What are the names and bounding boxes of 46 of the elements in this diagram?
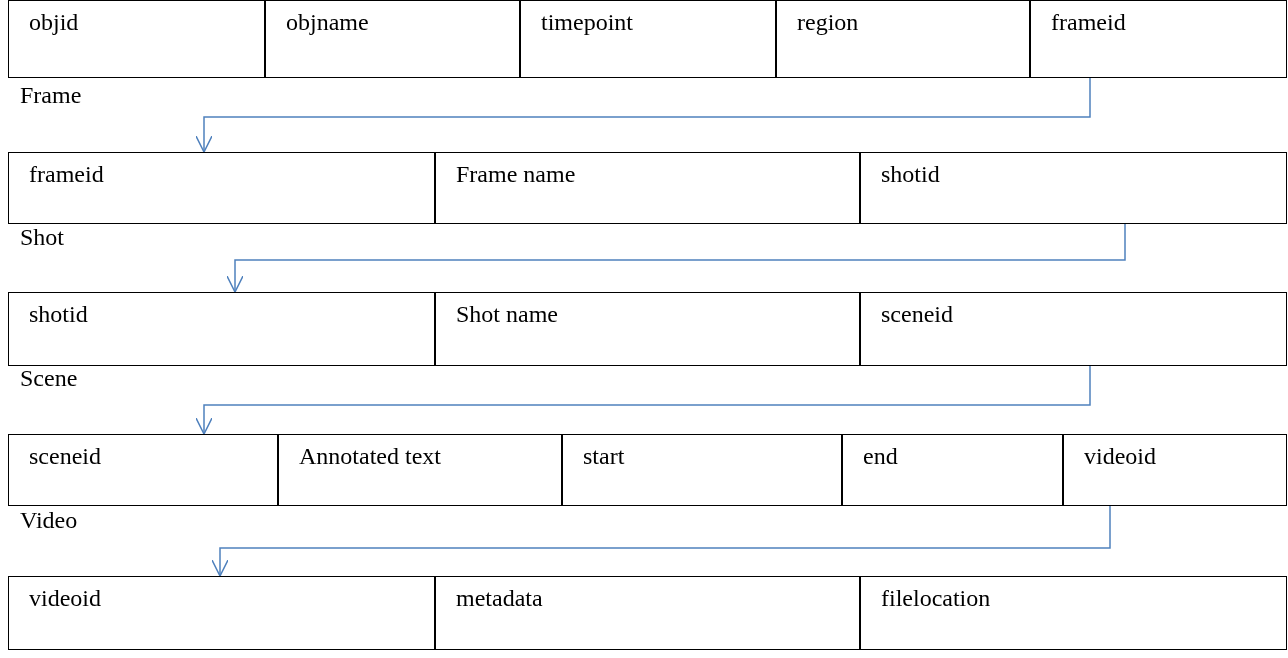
field-name: videoid	[1084, 443, 1156, 470]
table-cell	[520, 0, 776, 78]
field-name: videoid	[29, 585, 101, 612]
arrow	[195, 365, 1091, 435]
field-name: objid	[29, 9, 79, 36]
table-cell	[265, 0, 520, 78]
field-name: shotid	[29, 301, 88, 328]
table-cell	[776, 0, 1030, 78]
field-name: sceneid	[881, 301, 953, 328]
table-name: Video	[20, 507, 78, 534]
table-cell	[842, 434, 1063, 506]
table-cell	[860, 292, 1287, 366]
table-cell	[8, 576, 435, 650]
table-cell	[860, 152, 1287, 224]
table-cell	[8, 292, 435, 366]
field-name: Annotated text	[299, 443, 441, 470]
field-name: shotid	[881, 161, 940, 188]
arrow	[226, 223, 1126, 293]
table-name: Shot	[20, 224, 64, 251]
field-name: objname	[286, 9, 369, 36]
table-cell	[562, 434, 842, 506]
table-cell	[435, 292, 860, 366]
table-name: Scene	[20, 365, 78, 392]
table-cell	[278, 434, 562, 506]
field-name: filelocation	[881, 585, 991, 612]
field-name: frameid	[1051, 9, 1126, 36]
field-name: metadata	[456, 585, 543, 612]
table-cell	[8, 0, 265, 78]
arrow	[195, 77, 1091, 153]
table-cell	[435, 152, 860, 224]
field-name: frameid	[29, 161, 104, 188]
field-name: start	[583, 443, 625, 470]
table-cell	[1030, 0, 1287, 78]
field-name: Shot name	[456, 301, 558, 328]
field-name: sceneid	[29, 443, 101, 470]
field-name: timepoint	[541, 9, 633, 36]
field-name: end	[863, 443, 898, 470]
field-name: region	[797, 9, 859, 36]
arrow	[211, 505, 1111, 577]
table-cell	[435, 576, 860, 650]
table-cell	[8, 152, 435, 224]
table-cell	[860, 576, 1287, 650]
table-name: Frame	[20, 82, 82, 109]
table-cell	[1063, 434, 1287, 506]
table-cell	[8, 434, 278, 506]
field-name: Frame name	[456, 161, 576, 188]
